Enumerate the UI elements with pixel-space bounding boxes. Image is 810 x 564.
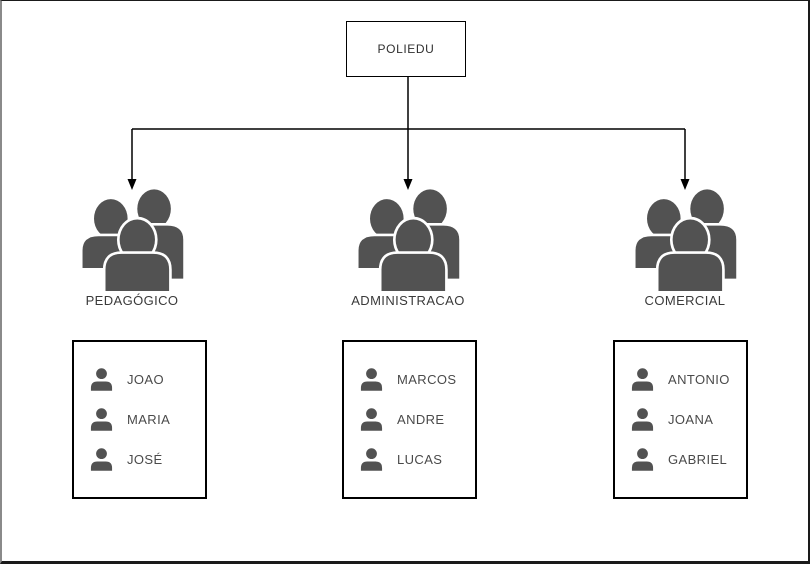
department-administracao: ADMINISTRACAO: [328, 185, 488, 308]
person-icon: [629, 406, 656, 433]
member-name: ANTONIO: [668, 372, 730, 387]
department-comercial: COMERCIAL: [605, 185, 765, 308]
org-root-label: POLIEDU: [377, 42, 435, 56]
members-box-comercial: ANTONIO JOANA GABRIEL: [613, 340, 748, 499]
member-row: LUCAS: [344, 440, 475, 480]
member-name: MARIA: [127, 412, 171, 427]
member-row: ANDRE: [344, 400, 475, 440]
person-icon: [358, 406, 385, 433]
members-box-pedagogico: JOAO MARIA JOSÉ: [72, 340, 207, 499]
org-root-node: POLIEDU: [346, 21, 466, 77]
department-pedagogico: PEDAGÓGICO: [52, 185, 212, 308]
people-group-icon: [355, 185, 461, 291]
member-row: MARIA: [74, 400, 205, 440]
member-name: MARCOS: [397, 372, 457, 387]
member-name: JOSÉ: [127, 452, 163, 467]
department-label: ADMINISTRACAO: [351, 293, 465, 308]
member-name: ANDRE: [397, 412, 445, 427]
person-icon: [88, 406, 115, 433]
member-name: GABRIEL: [668, 452, 728, 467]
people-group-icon: [632, 185, 738, 291]
member-row: MARCOS: [344, 360, 475, 400]
member-name: LUCAS: [397, 452, 443, 467]
member-name: JOAO: [127, 372, 164, 387]
member-row: JOAO: [74, 360, 205, 400]
department-label: COMERCIAL: [644, 293, 726, 308]
member-row: JOANA: [615, 400, 746, 440]
people-group-icon: [79, 185, 185, 291]
person-icon: [88, 366, 115, 393]
person-icon: [88, 446, 115, 473]
members-box-administracao: MARCOS ANDRE LUCAS: [342, 340, 477, 499]
person-icon: [358, 366, 385, 393]
person-icon: [358, 446, 385, 473]
member-name: JOANA: [668, 412, 714, 427]
member-row: GABRIEL: [615, 440, 746, 480]
member-row: JOSÉ: [74, 440, 205, 480]
person-icon: [629, 446, 656, 473]
member-row: ANTONIO: [615, 360, 746, 400]
person-icon: [629, 366, 656, 393]
department-label: PEDAGÓGICO: [85, 293, 179, 308]
